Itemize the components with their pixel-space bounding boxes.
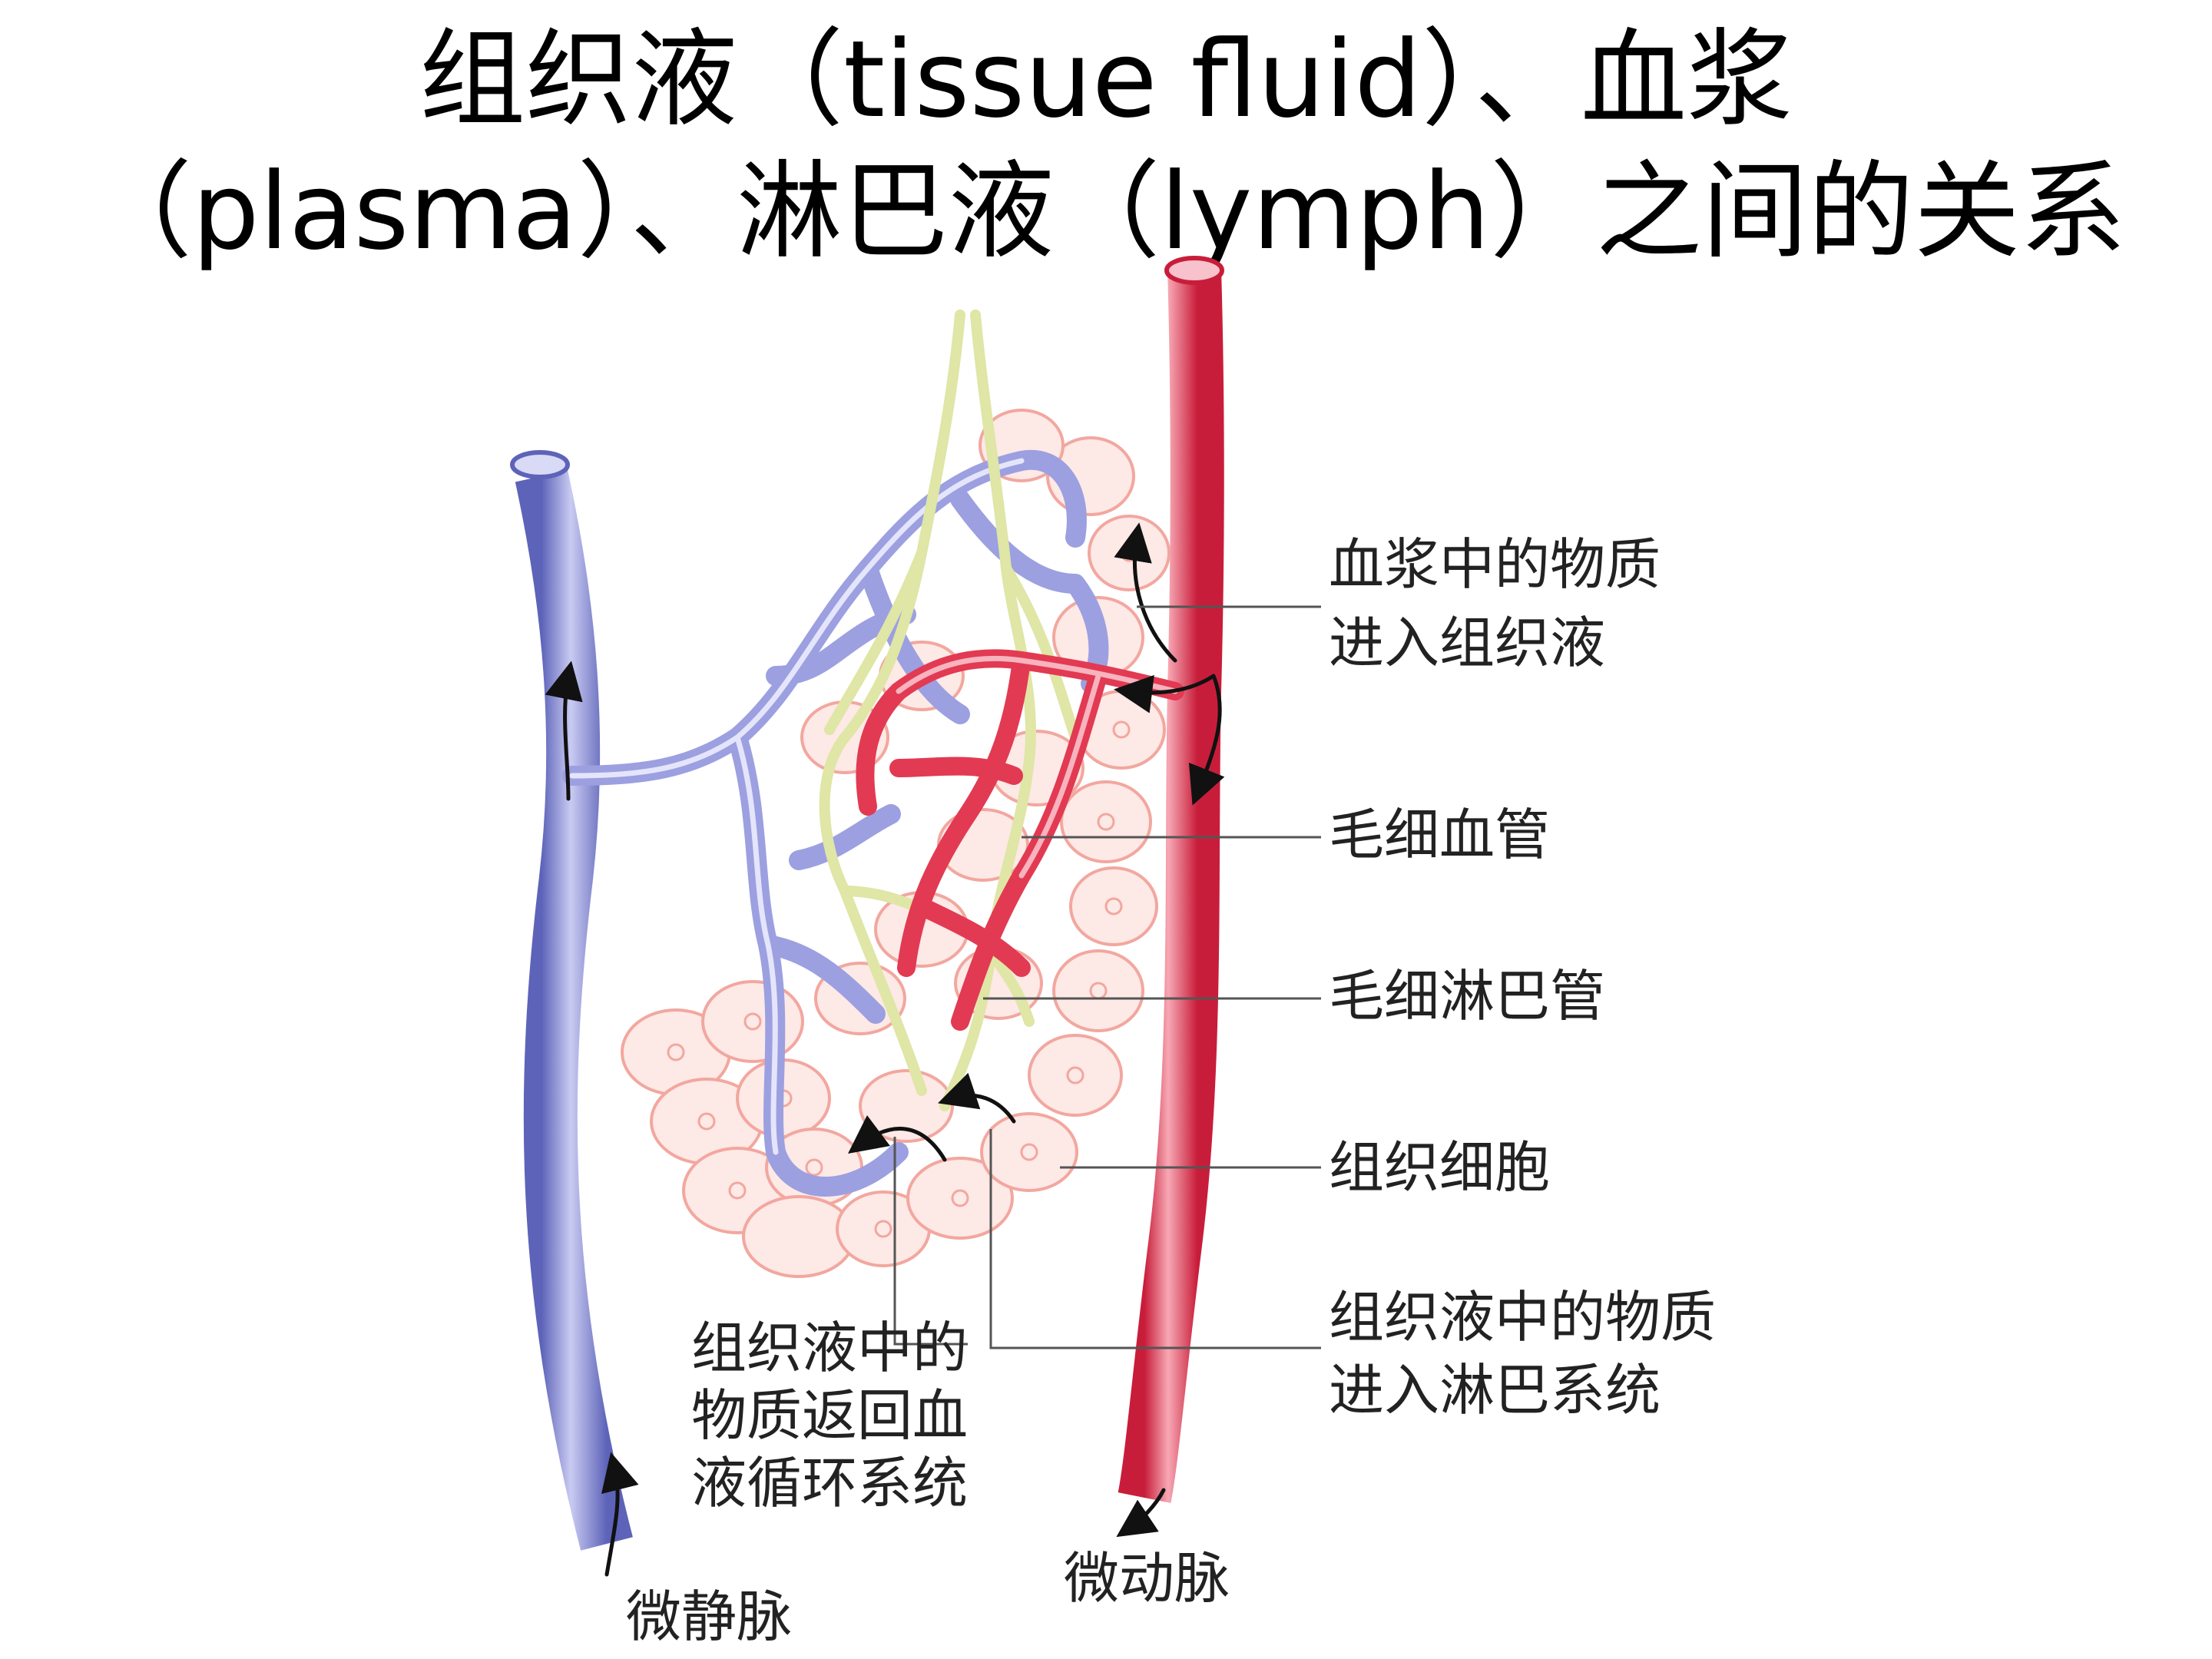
arrow-tissue-to-lymph [938,1072,1016,1124]
arteriole [1118,267,1224,1503]
label-arteriole: 微动脉 [1064,1546,1230,1611]
venule-opening [510,450,570,479]
diagram-labels: 血浆中的物质 进入组织液 毛细血管 毛细淋巴管 组织细胞 组织液中的物质 进入淋… [626,532,1716,1649]
arrow-arteriole-down [1188,674,1225,806]
tissue-cells [621,409,1171,1278]
label-tissue-to-lymph-2: 进入淋巴系统 [1329,1358,1661,1422]
label-lymph-capillary: 毛细淋巴管 [1329,964,1605,1028]
arrow-venule-bottom [601,1452,639,1577]
page-title-line-2: （plasma）、淋巴液（lymph）之间的关系 [86,150,2126,273]
label-tissue-to-blood-1: 组织液中的 [691,1316,968,1380]
arrow-plasma-out [1114,522,1177,663]
label-venule: 微静脉 [626,1584,792,1649]
leader-tissue-to-lymph [989,1129,1321,1349]
venule [515,470,633,1551]
label-tissue-to-blood-3: 液循环系统 [691,1451,968,1515]
label-capillary: 毛细血管 [1329,803,1550,867]
arrow-plasma-in [1114,674,1216,714]
leader-tissue-to-blood [893,1137,968,1346]
label-plasma-to-tissue-1: 血浆中的物质 [1329,532,1661,597]
arteriole-opening [1164,256,1224,285]
arrow-arteriole-bottom [1116,1488,1166,1538]
flow-arrows [545,522,1225,1577]
label-tissue-to-blood-2: 物质返回血 [691,1383,968,1448]
label-tissue-to-lymph-1: 组织液中的物质 [1329,1285,1716,1349]
label-plasma-to-tissue-2: 进入组织液 [1329,611,1605,675]
arrow-tissue-to-blood [847,1115,947,1162]
label-tissue-cells: 组织细胞 [1329,1135,1550,1200]
lymph-capillaries [819,310,1081,1111]
page-title-line-1: 组织液（tissue fluid）、血浆 [419,18,1793,141]
arrow-up-venule [545,661,583,801]
leader-lines [893,605,1321,1349]
